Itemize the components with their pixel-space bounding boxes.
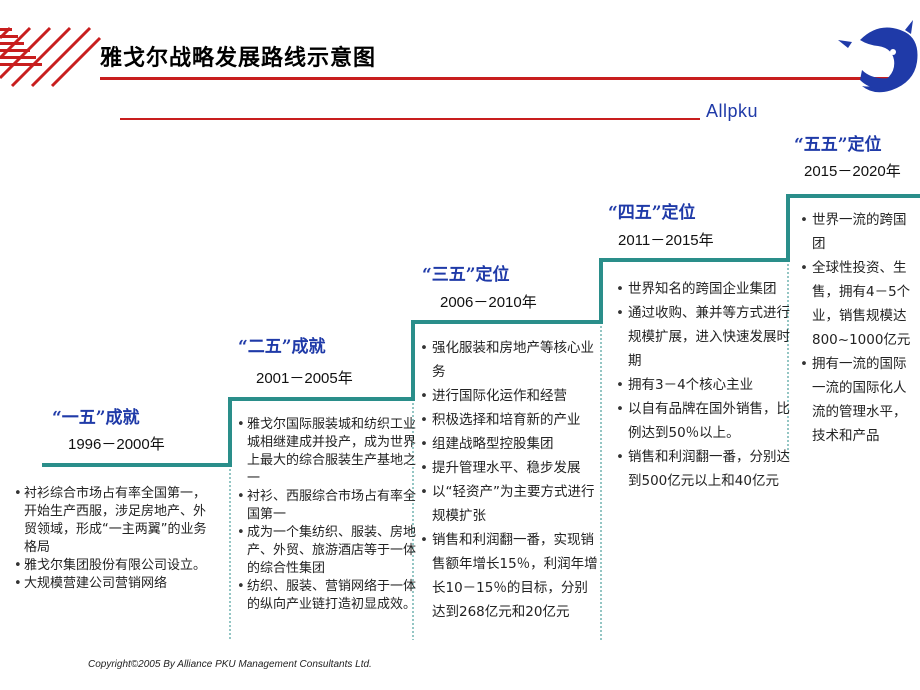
stage-1-label: “一五”成就 (52, 408, 140, 428)
list-item: 雅戈尔国际服装城和纺织工业城相继建成并投产，成为世界上最大的综合服装生产基地之一 (237, 416, 417, 488)
red-diagonal-lines (0, 26, 102, 88)
list-item: 以自有品牌在国外销售，比例达到50％以上。 (616, 397, 790, 445)
stage-5-label: “五五”定位 (794, 135, 882, 155)
list-item: 提升管理水平、稳步发展 (420, 456, 600, 480)
dragon-emblem-icon (838, 20, 918, 93)
list-item: 拥有一流的国际一流的国际化人流的管理水平，技术和产品 (800, 352, 916, 448)
list-item: 拥有3－4个核心主业 (616, 373, 790, 397)
stage-2-years: 2001－2005年 (256, 370, 353, 387)
list-item: 世界知名的跨国企业集团 (616, 277, 790, 301)
staircase-line (42, 194, 920, 467)
stage-2-label: “二五”成就 (238, 337, 326, 357)
red-stripes-graphic (0, 28, 42, 66)
stage-1-list: 衬衫综合市场占有率全国第一，开始生产西服，涉足房地产、外贸领域，形成“一主两翼”… (14, 485, 218, 593)
stage-3-label: “三五”定位 (422, 265, 510, 285)
stage-5-list: 世界一流的跨国团 全球性投资、生售，拥有4－5个业，销售规模达800~1000亿… (800, 208, 916, 448)
list-item: 进行国际化运作和经营 (420, 384, 600, 408)
stage-3-list: 强化服装和房地产等核心业务 进行国际化运作和经营 积极选择和培育新的产业 组建战… (420, 336, 600, 624)
list-item: 大规模营建公司营销网络 (14, 575, 218, 593)
list-item: 雅戈尔集团股份有限公司设立。 (14, 557, 218, 575)
page-title: 雅戈尔战略发展路线示意图 (100, 46, 377, 71)
list-item: 强化服装和房地产等核心业务 (420, 336, 600, 384)
stage-2-list: 雅戈尔国际服装城和纺织工业城相继建成并投产，成为世界上最大的综合服装生产基地之一… (237, 416, 417, 614)
stage-4-years: 2011－2015年 (618, 232, 714, 249)
list-item: 全球性投资、生售，拥有4－5个业，销售规模达800~1000亿元 (800, 256, 916, 352)
list-item: 成为一个集纺织、服装、房地产、外贸、旅游酒店等于一体的综合性集团 (237, 524, 417, 578)
list-item: 纺织、服装、营销网络于一体的纵向产业链打造初显成效。 (237, 578, 417, 614)
list-item: 通过收购、兼并等方式进行规模扩展，进入快速发展时期 (616, 301, 790, 373)
header-rule-thick (100, 77, 900, 80)
stage-4-list: 世界知名的跨国企业集团 通过收购、兼并等方式进行规模扩展，进入快速发展时期 拥有… (616, 277, 790, 493)
list-item: 销售和利润翻一番，实现销售额年增长15％，利润年增长10－15％的目标，分别达到… (420, 528, 600, 624)
stage-1-years: 1996－2000年 (68, 436, 165, 453)
list-item: 销售和利润翻一番，分别达到500亿元以上和40亿元 (616, 445, 790, 493)
list-item: 积极选择和培育新的产业 (420, 408, 600, 432)
stage-5-years: 2015－2020年 (804, 163, 901, 180)
list-item: 衬衫、西服综合市场占有率全国第一 (237, 488, 417, 524)
stage-4-label: “四五”定位 (608, 203, 696, 223)
copyright-notice: Copyright©2005 By Alliance PKU Managemen… (88, 659, 372, 670)
header-rule-thin (120, 118, 700, 120)
brand-logo-text: Allpku (706, 101, 759, 121)
list-item: 世界一流的跨国团 (800, 208, 916, 256)
list-item: 衬衫综合市场占有率全国第一，开始生产西服，涉足房地产、外贸领域，形成“一主两翼”… (14, 485, 218, 557)
header-decoration (0, 20, 918, 120)
list-item: 组建战略型控股集团 (420, 432, 600, 456)
list-item: 以“轻资产”为主要方式进行规模扩张 (420, 480, 600, 528)
stage-3-years: 2006－2010年 (440, 294, 537, 311)
